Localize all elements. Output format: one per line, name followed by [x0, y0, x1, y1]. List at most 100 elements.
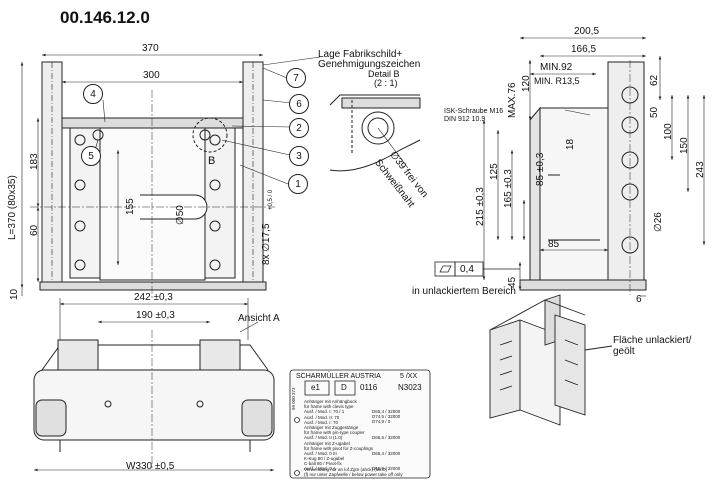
dim-166-5: 166,5 — [571, 44, 597, 55]
dim-150: 150 — [679, 137, 690, 154]
dim-dia26: ∅26 — [653, 212, 664, 232]
dim-10: 10 — [9, 288, 20, 300]
dim-18: 18 — [565, 138, 576, 150]
bottom-dimensions — [34, 298, 274, 472]
balloon-leaders — [94, 56, 321, 185]
balloon-2: 2 — [289, 118, 309, 138]
dim-50: 50 — [649, 106, 660, 118]
plate-series: 5 /XX — [400, 373, 418, 380]
plate-line: D66,5 / 32000 — [372, 435, 401, 440]
plate-line: Ausf. / Mod. II: 70 — [304, 414, 340, 420]
plate-number: 0116 — [360, 383, 378, 392]
balloon-7: 7 — [286, 68, 306, 88]
iso-view — [489, 294, 613, 426]
plate-line: Ausf. / Mod. I: 70 — [304, 419, 339, 425]
plate-maker: SCHARMÜLLER AUSTRIA — [296, 373, 381, 380]
dim-190: 190 ±0,3 — [136, 310, 175, 321]
detail-b — [329, 94, 421, 172]
plate-footer-2: (f) nur unter Zapfwelle / below power ta… — [304, 472, 403, 478]
balloon-5: 5 — [81, 146, 101, 166]
dim-min92: MIN.92 — [540, 62, 573, 73]
flaeche-label-2: geölt — [613, 346, 635, 357]
fabrikschild-label-2: Genehmigungszeichen — [318, 59, 421, 70]
plate-block-b-right: D66,5 / 32000 — [372, 435, 400, 440]
balloon-6: 6 — [289, 94, 309, 114]
front-view — [30, 61, 275, 300]
dim-125: 125 — [489, 163, 500, 180]
dim-155: 155 — [125, 198, 136, 215]
dim-8x-holes: 8x ∅17,5 — [261, 223, 272, 265]
plate-block-d: K-Kug 80 / Z-ugabel C-ball 80 / Pivot-fi… — [304, 456, 344, 472]
dim-120: 120 — [521, 75, 532, 92]
dim-max76: MAX.76 — [507, 82, 518, 118]
fabrikschild-label-1: Lage Fabrikschild+ — [318, 49, 403, 60]
detail-b-ref: B — [208, 155, 216, 167]
screw-label-1: ISK-Schraube M16 — [444, 108, 504, 115]
plate-block-c-right: D65,4 / 32000 — [372, 451, 400, 456]
plate-line: D65,4 / 32000 — [372, 409, 401, 414]
dim-w330: W330 ±0,5 — [126, 461, 175, 472]
dim-300: 300 — [143, 70, 160, 81]
name-plate — [289, 369, 431, 479]
flaeche-label-1: Fläche unlackiert/ — [613, 335, 692, 346]
dim-242: 242 ±0,3 — [134, 292, 173, 303]
side-dimensions — [482, 36, 706, 297]
plate-line: für frame with pin-type coupler — [304, 430, 365, 436]
dim-165: 165 ±0,3 — [503, 169, 514, 208]
flatness-value: 0,4 — [460, 264, 474, 275]
dim-85-vertical: 85 ±0,3 — [535, 152, 546, 186]
drawing-number: 00.146.12.0 — [60, 8, 150, 27]
ansicht-a-label: Ansicht A — [238, 313, 280, 324]
plate-block-a: Anhänger mit Anhängbock für frame with c… — [304, 399, 357, 425]
dim-85-horizontal: 85 — [548, 239, 560, 250]
plate-block-b: Anhänger mit Zuggestänge für frame with … — [304, 425, 365, 441]
plate-line: Ausf. / Mod. 0 III — [304, 451, 337, 457]
plate-block-a-right: D65,4 / 32000 D74,5 / 32000 D74,9 / 0 — [372, 409, 400, 425]
plate-line: D74,5 / 32000 — [372, 414, 401, 420]
plate-block-c: Anhänger mit Z-ugabel für frame with piv… — [304, 441, 373, 457]
plate-approval: N3023 — [398, 383, 422, 392]
dim-45: 45 — [507, 276, 518, 288]
dim-hole-tolerance: +0,5 / 0 — [268, 189, 274, 210]
plate-line: für frame with clevis type — [304, 404, 354, 410]
plate-line: K-Kug 80 / Z-ugabel — [304, 456, 345, 461]
dim-100: 100 — [663, 123, 674, 140]
screw-label-2: DIN 912 10.9 — [444, 116, 486, 123]
plate-line: Anhänger mit Zuggestänge — [304, 425, 359, 430]
dim-min-radius: MIN. R13,5 — [534, 76, 580, 86]
dim-370: 370 — [142, 43, 159, 54]
dim-215: 215 ±0,3 — [475, 187, 486, 226]
plate-line: Ausf. / Mod. I: 70 / 1 — [304, 409, 345, 415]
front-dimensions — [20, 53, 263, 296]
balloon-3: 3 — [289, 146, 309, 166]
dim-length: L=370 (80x35) — [7, 175, 18, 240]
plate-footer-1: Verwendung nur an lof.Zgm (ahck) (lwl.D) — [304, 467, 388, 472]
dim-62: 62 — [649, 74, 660, 86]
plate-side-number: 99 000 373 — [291, 387, 296, 410]
plate-line: Ausf. / Mod. 0 A — [304, 466, 336, 472]
dim-dia50: ∅50 — [175, 205, 186, 225]
plate-e1: e1 — [311, 383, 320, 392]
dim-60: 60 — [29, 224, 40, 236]
plate-line: D65,0 / 32000 — [372, 466, 401, 471]
dim-243: 243 — [695, 161, 706, 178]
plate-line: Anhänger mit Z-ugabel — [304, 441, 350, 446]
dim-200-5: 200,5 — [574, 26, 600, 37]
dim-6: 6 — [636, 294, 642, 305]
balloon-1: 1 — [288, 174, 308, 194]
plate-line: D65,4 / 32000 — [372, 451, 401, 456]
detail-b-scale: (2 : 1) — [374, 78, 398, 88]
plate-line: für frame with pivot for Z-couplings — [304, 446, 374, 452]
plate-line: C-ball 80 / Pivot-fix — [304, 461, 342, 467]
plate-line: Anhänger mit Anhängbock — [304, 399, 357, 404]
plate-d: D — [341, 383, 347, 392]
bottom-view — [33, 330, 275, 470]
balloon-4: 4 — [83, 84, 103, 104]
dim-183: 183 — [29, 153, 40, 170]
plate-line: Ausf. / Mod. II (1.0) — [304, 435, 343, 441]
detail-b-title: Detail B — [368, 69, 400, 79]
flatness-symbol — [434, 261, 520, 277]
plate-block-d-right: D65,0 / 32000 — [372, 466, 400, 471]
plate-footer: Verwendung nur an lof.Zgm (ahck) (lwl.D)… — [304, 467, 402, 477]
